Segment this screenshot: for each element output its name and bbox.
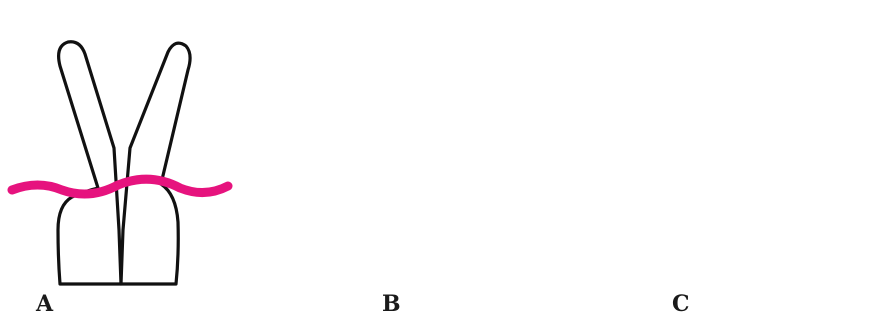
- tooth-left-a: [58, 42, 121, 284]
- panel-label-b: B: [382, 293, 401, 315]
- panel-label-c: C: [672, 293, 690, 315]
- panel-label-a: A: [36, 293, 53, 315]
- panel-a: [12, 42, 228, 284]
- tooth-right-a: [121, 43, 190, 284]
- gingiva-line-a: [12, 179, 228, 194]
